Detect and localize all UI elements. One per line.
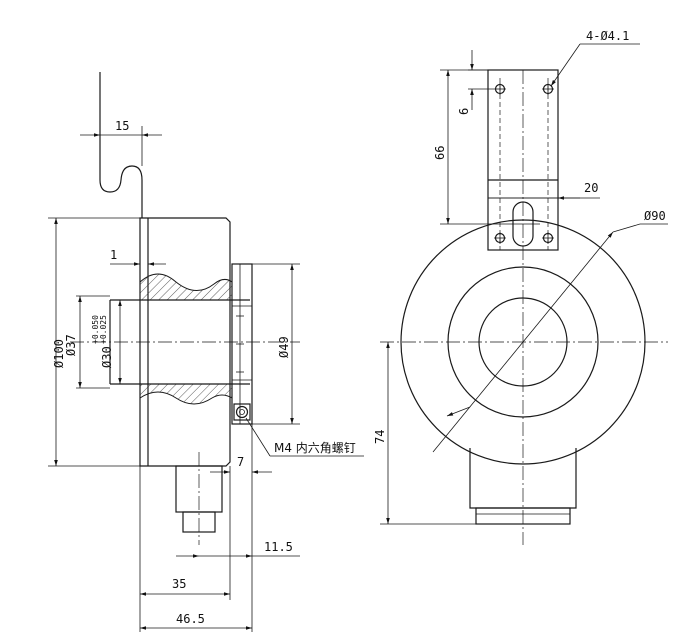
dim-text-d37: Ø37 (64, 334, 78, 356)
side-view: 15 1 Ø100 Ø37 Ø30 +0.050 +0.02 (48, 72, 364, 632)
dim-text-6: 6 (457, 108, 471, 115)
dim-text-46-5: 46.5 (176, 612, 205, 626)
front-view: 4-Ø4.1 6 66 20 (373, 29, 668, 545)
dim-text-11-5: 11.5 (264, 540, 293, 554)
dim-flange-diameter: Ø49 (277, 264, 294, 424)
dim-text-15: 15 (115, 119, 129, 133)
note-hex-screw: M4 内六角螺钉 (245, 417, 364, 457)
dim-text-35: 35 (172, 577, 186, 591)
dim-body-diameter: Ø100 (52, 218, 66, 466)
dim-text-1: 1 (110, 248, 117, 262)
dim-text-d49: Ø49 (277, 336, 291, 358)
dim-shaft-diameter: Ø37 (64, 295, 110, 389)
dim-bore-diameter: Ø30 +0.050 +0.025 (91, 300, 122, 384)
dim-text-d100: Ø100 (52, 339, 66, 368)
dim-text-7: 7 (237, 455, 244, 469)
dim-text-20: 20 (584, 181, 598, 195)
dim-bracket-width: 20 (488, 181, 600, 200)
dim-gap: 7 (210, 455, 272, 474)
dim-text-holes: 4-Ø4.1 (586, 29, 629, 43)
tolerance-upper: +0.050 (91, 315, 100, 344)
dim-total-length: 46.5 (140, 612, 252, 630)
cutaway-hatch-top (139, 273, 233, 301)
dim-body-length: 35 (140, 577, 230, 596)
dim-connector-offset: 11.5 (176, 540, 300, 558)
note-text-m4: M4 内六角螺钉 (274, 441, 356, 455)
dim-step: 1 (110, 248, 166, 266)
dim-bracket-height: 66 (433, 69, 506, 225)
hex-socket-screw (233, 403, 251, 421)
dim-text-66: 66 (433, 146, 447, 160)
cable-lead (99, 72, 143, 218)
dim-center-height: 74 (373, 342, 476, 525)
tolerance-lower: +0.025 (99, 315, 108, 344)
dim-outer-diameter: Ø90 (432, 209, 668, 453)
cutaway-hatch-bottom (139, 383, 233, 405)
flange-plate (231, 263, 253, 425)
dim-text-74: 74 (373, 430, 387, 444)
dim-text-d90: Ø90 (644, 209, 666, 223)
dim-text-d30: Ø30 (100, 346, 114, 368)
dim-cable-offset: 15 (80, 119, 162, 166)
dim-holes-leader: 4-Ø4.1 (550, 29, 640, 87)
